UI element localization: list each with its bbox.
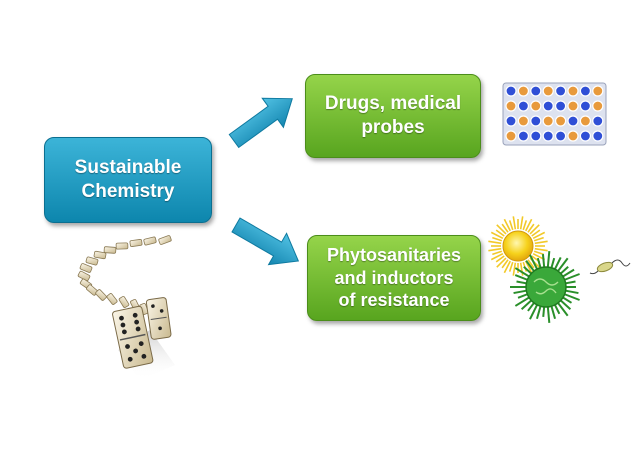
bacterium-icon	[589, 259, 631, 275]
drugs-medical-probes-label: Drugs, medical probes	[324, 93, 462, 138]
sustainable-chemistry-label: Sustainable Chemistry	[74, 157, 182, 202]
sun-icon	[488, 216, 548, 276]
phytosanitaries-box: Phytosanitaries and inductors of resista…	[307, 235, 481, 321]
sustainable-chemistry-box: Sustainable Chemistry	[44, 137, 212, 223]
arrow-down-right-icon	[231, 217, 300, 266]
drugs-medical-probes-box: Drugs, medical probes	[305, 74, 481, 158]
phytosanitaries-label: Phytosanitaries and inductors of resista…	[326, 245, 462, 311]
fungus-spore-icon	[510, 251, 580, 323]
arrow-up-right-icon	[228, 97, 293, 149]
